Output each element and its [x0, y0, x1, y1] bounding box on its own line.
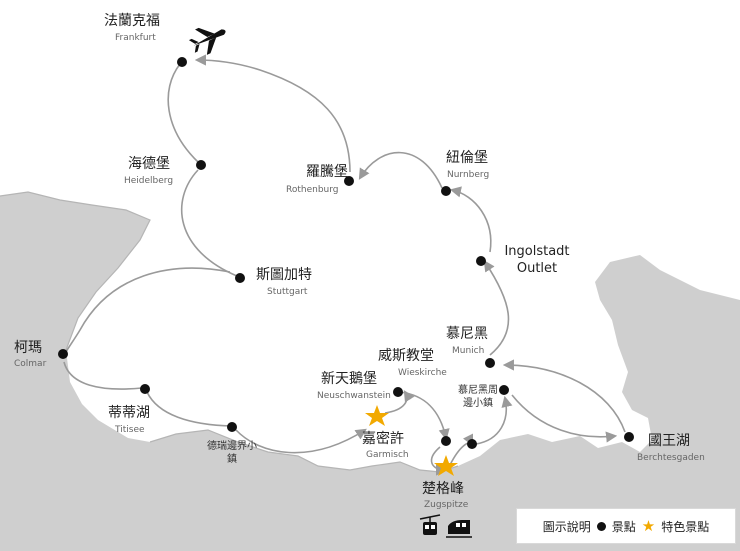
label-munich-en: Munich [452, 346, 485, 356]
dot-border-town [227, 422, 237, 432]
label-titisee-zh: 蒂蒂湖 [108, 405, 150, 421]
dot-colmar [58, 349, 68, 359]
label-rothenburg-en: Rothenburg [286, 185, 339, 195]
label-zugspitze-zh: 楚格峰 [422, 481, 464, 497]
label-ingolstadt: Ingolstadt Outlet [504, 244, 570, 276]
label-titisee-en: Titisee [115, 425, 145, 435]
dot-berchtesgaden [624, 432, 634, 442]
dot-munich-towns-south [467, 439, 477, 449]
airplane-icon [188, 27, 226, 55]
southern-border [149, 429, 459, 473]
label-wieskirche-en: Wieskirche [398, 368, 447, 378]
label-munich-towns-zh: 慕尼黑周邊小鎮 [458, 385, 498, 409]
label-colmar-zh: 柯瑪 [14, 340, 42, 356]
label-rothenburg-zh: 羅騰堡 [306, 164, 348, 180]
dot-nurnberg [441, 186, 451, 196]
dot-garmisch [441, 436, 451, 446]
cable-car-icon [419, 514, 441, 535]
legend-title: 圖示說明 [542, 519, 591, 534]
dot-frankfurt [177, 57, 187, 67]
dot-munich [485, 358, 495, 368]
label-nurnberg-zh: 紐倫堡 [446, 150, 488, 166]
label-munich-zh: 慕尼黑 [446, 326, 488, 342]
star-neuschwanstein [365, 405, 389, 426]
label-border-town-zh: 德瑞邊界小鎮 [207, 441, 257, 465]
dot-ingolstadt [476, 256, 486, 266]
dot-heidelberg [196, 160, 206, 170]
label-frankfurt-zh: 法蘭克福 [104, 13, 160, 29]
label-neuschwanstein-en: Neuschwanstein [317, 391, 391, 401]
dot-munich-towns [499, 385, 509, 395]
dot-stuttgart [235, 273, 245, 283]
label-berchtesgaden-zh: 國王湖 [648, 433, 690, 449]
western-border [0, 191, 151, 351]
label-nurnberg-en: Nurnberg [447, 170, 490, 180]
label-colmar-en: Colmar [14, 359, 47, 369]
label-zugspitze-en: Zugspitze [424, 500, 469, 510]
legend-special-label: 特色景點 [661, 519, 710, 534]
dot-titisee [140, 384, 150, 394]
city-dots [58, 57, 634, 449]
label-stuttgart-zh: 斯圖加特 [256, 267, 312, 283]
train-icon [446, 520, 472, 538]
label-heidelberg-en: Heidelberg [124, 176, 174, 186]
label-frankfurt-en: Frankfurt [115, 33, 156, 43]
label-stuttgart-en: Stuttgart [267, 287, 308, 297]
label-garmisch-en: Garmisch [366, 450, 409, 460]
country-region [0, 0, 740, 472]
map-legend: 圖示說明 景點 ★ 特色景點 [516, 508, 736, 544]
legend-star-icon: ★ [641, 516, 656, 535]
label-heidelberg-zh: 海德堡 [128, 156, 170, 172]
label-garmisch-zh: 嘉密許 [362, 431, 404, 447]
label-wieskirche-zh: 威斯教堂 [378, 348, 434, 364]
special-stars [365, 405, 458, 476]
label-berchtesgaden-en: Berchtesgaden [637, 453, 705, 463]
dot-wieskirche [393, 387, 403, 397]
star-zugspitze [434, 455, 458, 476]
dot-rothenburg [344, 176, 354, 186]
legend-spot-label: 景點 [611, 519, 636, 534]
legend-dot-icon [596, 521, 606, 531]
route-lines [63, 54, 626, 476]
label-neuschwanstein-zh: 新天鵝堡 [321, 371, 377, 387]
